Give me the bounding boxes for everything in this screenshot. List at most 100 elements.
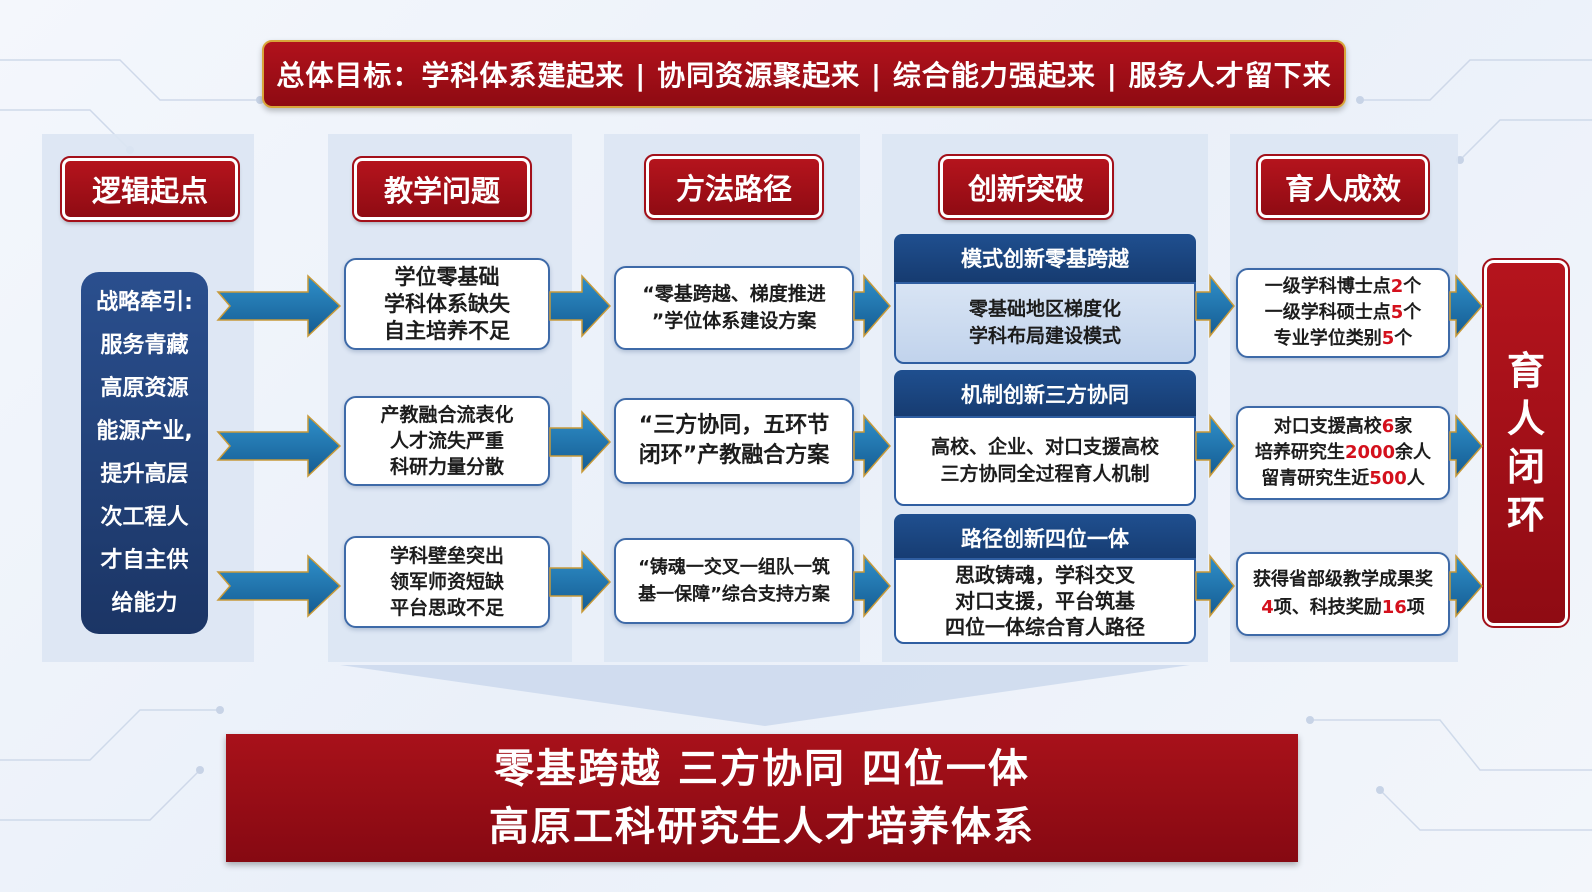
start-line: 能源产业, xyxy=(96,419,193,444)
innovation-body-2: 高校、企业、对口支援高校 三方协同全过程育人机制 xyxy=(894,416,1196,506)
start-line: 提升高层 xyxy=(100,462,189,487)
outcome-unit: 人 xyxy=(1406,468,1425,489)
outcome-row: 培养研究生2000余人 xyxy=(1255,440,1431,466)
arrow-problem-to-method-1 xyxy=(549,274,612,338)
problem-box-3: 学科壁垒突出 领军师资短缺 平台思政不足 xyxy=(344,536,550,628)
outcome-number: 2000 xyxy=(1344,442,1396,463)
header-outcome: 育人成效 xyxy=(1256,154,1430,220)
innovation-title-3: 路径创新四位一体 xyxy=(894,514,1196,562)
header-logic: 逻辑起点 xyxy=(60,156,240,222)
outcome-unit: 个 xyxy=(1394,328,1413,349)
innovation-line: 四位一体综合育人路径 xyxy=(945,615,1145,639)
loop-char: 环 xyxy=(1506,493,1545,537)
arrow-innovation-to-outcome-3 xyxy=(1195,553,1235,619)
start-line: 给能力 xyxy=(111,591,178,616)
problem-line: 科研力量分散 xyxy=(389,456,504,478)
outcome-unit: 项 xyxy=(1406,597,1425,618)
outcome-number: 5 xyxy=(1390,302,1404,323)
loop-char: 人 xyxy=(1506,397,1545,441)
problem-line: 人才流失严重 xyxy=(389,430,504,452)
innovation-line: 思政铸魂，学科交叉 xyxy=(955,563,1135,587)
arrow-method-to-innovation-3 xyxy=(853,553,891,619)
arrow-start-to-problem-2 xyxy=(216,414,342,478)
overall-goal-text: 总体目标：学科体系建起来 | 协同资源聚起来 | 综合能力强起来 | 服务人才留… xyxy=(276,59,1332,92)
innovation-line: 零基础地区梯度化 xyxy=(968,298,1121,320)
outcome-row: 一级学科硕士点5个 xyxy=(1265,300,1422,326)
arrow-start-to-problem-1 xyxy=(216,274,342,338)
outcome-row: 对口支援高校6家 xyxy=(1274,414,1413,440)
header-outcome-label: 育人成效 xyxy=(1284,172,1401,206)
outcome-number: 5 xyxy=(1381,328,1395,349)
header-innovation-label: 创新突破 xyxy=(967,172,1084,206)
method-line: “铸魂一交叉一组队一筑 xyxy=(638,557,830,578)
problem-box-2: 产教融合流表化 人才流失严重 科研力量分散 xyxy=(344,396,550,486)
outcome-text: 一级学科硕士点 xyxy=(1264,302,1391,323)
innovation-title-2: 机制创新三方协同 xyxy=(894,370,1196,418)
arrow-outcome-to-loop-2 xyxy=(1449,413,1483,479)
outcome-number: 16 xyxy=(1381,597,1407,618)
problem-line: 学科壁垒突出 xyxy=(389,545,504,567)
bottom-summary-banner: 零基跨越 三方协同 四位一体 高原工科研究生人才培养体系 xyxy=(226,734,1298,862)
arrow-innovation-to-outcome-1 xyxy=(1195,273,1235,339)
problem-line: 产教融合流表化 xyxy=(380,404,514,426)
outcome-text: 专业学位类别 xyxy=(1273,328,1382,349)
header-method-label: 方法路径 xyxy=(675,172,792,206)
outcome-number: 4 xyxy=(1261,597,1274,618)
arrow-innovation-to-outcome-2 xyxy=(1195,413,1235,479)
outcome-unit: 个 xyxy=(1403,276,1422,297)
header-problem-label: 教学问题 xyxy=(383,174,500,208)
header-problem: 教学问题 xyxy=(352,156,532,222)
innovation-line: 学科布局建设模式 xyxy=(968,325,1121,347)
outcome-row: 留青研究生近500人 xyxy=(1261,466,1425,492)
outcome-text: 培养研究生 xyxy=(1254,442,1345,463)
method-line: “零基跨越、梯度推进 xyxy=(642,283,826,305)
outcome-number: 500 xyxy=(1369,468,1407,489)
outcome-row: 专业学位类别5个 xyxy=(1274,326,1413,352)
method-line: ”学位体系建设方案 xyxy=(651,310,817,332)
start-line: 次工程人 xyxy=(100,505,189,530)
outcome-box-3: 获得省部级教学成果奖 4项、科技奖励16项 xyxy=(1236,552,1450,636)
outcome-row: 4项、科技奖励16项 xyxy=(1261,594,1425,622)
header-method: 方法路径 xyxy=(644,154,824,220)
outcome-text: 留青研究生近 xyxy=(1261,468,1370,489)
outcome-text: 获得省部级教学成果奖 xyxy=(1253,569,1433,590)
problem-box-1: 学位零基础 学科体系缺失 自主培养不足 xyxy=(344,258,550,350)
strategic-start-node: 战略牵引: 服务青藏 高原资源 能源产业, 提升高层 次工程人 才自主供 给能力 xyxy=(81,272,208,634)
arrow-method-to-innovation-1 xyxy=(853,273,891,339)
start-line: 战略牵引: xyxy=(96,290,193,315)
innovation-line: 对口支援，平台筑基 xyxy=(955,589,1135,613)
overall-goal-banner: 总体目标：学科体系建起来 | 协同资源聚起来 | 综合能力强起来 | 服务人才留… xyxy=(262,40,1346,108)
problem-line: 学位零基础 xyxy=(394,264,500,289)
arrow-method-to-innovation-2 xyxy=(853,413,891,479)
education-loop-node: 育 人 闭 环 xyxy=(1482,258,1570,628)
start-line: 高原资源 xyxy=(100,376,189,401)
outcome-unit: 项、科技奖励 xyxy=(1273,597,1382,618)
outcome-box-1: 一级学科博士点2个 一级学科硕士点5个 专业学位类别5个 xyxy=(1236,268,1450,358)
problem-line: 领军师资短缺 xyxy=(389,571,504,593)
outcome-text: 一级学科博士点 xyxy=(1264,276,1391,297)
outcome-text: 对口支援高校 xyxy=(1273,416,1382,437)
start-line: 才自主供 xyxy=(100,548,189,573)
problem-line: 自主培养不足 xyxy=(384,318,510,343)
outcome-row: 获得省部级教学成果奖 xyxy=(1253,566,1433,594)
innovation-line: 高校、企业、对口支援高校 xyxy=(930,436,1159,458)
arrow-start-to-problem-3 xyxy=(216,554,342,618)
outcome-unit: 个 xyxy=(1403,302,1422,323)
innovation-line: 三方协同全过程育人机制 xyxy=(940,463,1150,485)
method-line: “三方协同，五环节 xyxy=(638,413,830,438)
outcome-number: 2 xyxy=(1390,276,1404,297)
method-box-1: “零基跨越、梯度推进 ”学位体系建设方案 xyxy=(614,266,854,350)
method-box-2: “三方协同，五环节 闭环”产教融合方案 xyxy=(614,398,854,484)
bottom-line-1: 零基跨越 三方协同 四位一体 xyxy=(494,746,1030,792)
innovation-body-3: 思政铸魂，学科交叉 对口支援，平台筑基 四位一体综合育人路径 xyxy=(894,558,1196,644)
problem-line: 平台思政不足 xyxy=(389,597,504,619)
arrow-outcome-to-loop-3 xyxy=(1449,553,1483,619)
header-logic-label: 逻辑起点 xyxy=(91,174,208,208)
innovation-title-1: 模式创新零基跨越 xyxy=(894,234,1196,282)
arrow-problem-to-method-3 xyxy=(549,550,612,614)
method-line: 闭环”产教融合方案 xyxy=(638,443,830,468)
arrow-outcome-to-loop-1 xyxy=(1449,273,1483,339)
method-line: 基一保障”综合支持方案 xyxy=(638,584,830,605)
header-innovation: 创新突破 xyxy=(938,154,1114,220)
